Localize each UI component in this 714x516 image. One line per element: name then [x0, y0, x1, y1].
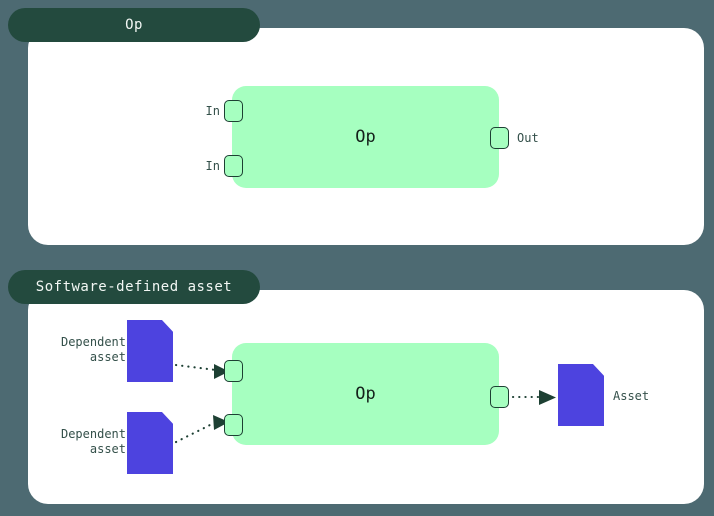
- sda-input-port-2[interactable]: [224, 414, 243, 436]
- output-asset-label: Asset: [613, 389, 650, 403]
- op-box-op: Op: [232, 86, 499, 188]
- sda-input-port-1[interactable]: [224, 360, 243, 382]
- output-port-1[interactable]: [490, 127, 509, 149]
- output-asset-icon[interactable]: [558, 364, 604, 426]
- port-label-in-2: In: [205, 159, 220, 173]
- port-label-out-1: Out: [517, 131, 539, 145]
- dependent-asset-label-1: Dependent asset: [60, 335, 126, 364]
- connector-dependent-2: [174, 415, 229, 444]
- panel-software-defined-asset: Software-defined asset Op Dependent asse…: [0, 262, 714, 516]
- dependent-asset-label-2: Dependent asset: [60, 427, 126, 456]
- op-box-label: Op: [355, 127, 376, 147]
- op-box-label: Op: [355, 384, 376, 404]
- panel-op: Op Op In In Out: [0, 0, 714, 250]
- input-port-1[interactable]: [224, 100, 243, 122]
- sda-output-port-1[interactable]: [490, 386, 509, 408]
- op-box-sda: Op: [232, 343, 499, 445]
- input-port-2[interactable]: [224, 155, 243, 177]
- panel-sda-tab: Software-defined asset: [8, 270, 260, 304]
- connector-output-asset: [511, 390, 556, 405]
- dependent-asset-icon-2[interactable]: [127, 412, 173, 474]
- port-label-in-1: In: [205, 104, 220, 118]
- dependent-asset-icon-1[interactable]: [127, 320, 173, 382]
- panel-op-tab: Op: [8, 8, 260, 42]
- connector-dependent-1: [174, 363, 229, 379]
